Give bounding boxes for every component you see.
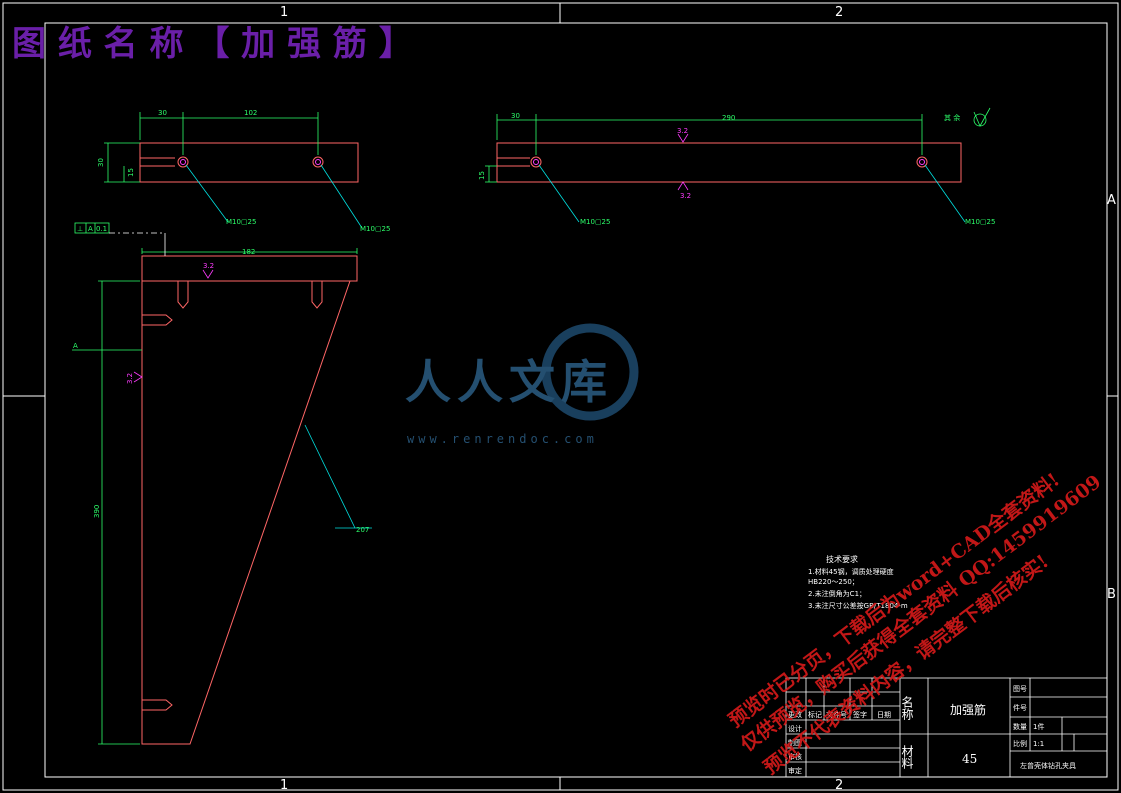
rev-header-file: 文件号 [826, 710, 847, 719]
zone-label-top-1: 1 [280, 5, 288, 20]
callout-m10-left: M10▢25 [580, 218, 610, 226]
roughness-bottom: 3.2 [680, 192, 691, 200]
qty-value: 1件 [1033, 722, 1044, 731]
part-name: 加强筋 [950, 702, 986, 717]
top-view-left: 30 102 30 15 M10▢25 M10▢25 [97, 109, 390, 233]
renrendoc-logo: 人人文库 www.renrendoc.com [405, 323, 639, 446]
rev-header-sign: 签字 [853, 710, 867, 719]
logo-url: www.renrendoc.com [407, 432, 598, 446]
zone-label-right-b: B [1107, 587, 1116, 602]
roughness-front-top: 3.2 [203, 262, 214, 270]
title-block [785, 677, 1108, 778]
dim-207: 207 [356, 526, 369, 534]
qty-label: 数量 [1013, 722, 1027, 731]
roughness-symbol-icon [973, 107, 991, 127]
zone-label-bottom-1: 1 [280, 778, 288, 793]
front-view: 3.2 3.2 182 390 207 A ⊥ A 0.1 [72, 222, 372, 745]
dim-15: 15 [478, 171, 486, 180]
callout-m10-right: M10▢25 [360, 225, 390, 233]
tech-note-2: HB220～250； [808, 578, 859, 586]
zone-label-top-2: 2 [835, 5, 843, 20]
part-name-label: 名称 [900, 695, 914, 720]
scale-label: 比例 [1013, 739, 1027, 748]
drawing-no-label: 图号 [1013, 685, 1027, 693]
gdt-perpendicular-icon: ⊥ [77, 225, 83, 233]
top-view-right: 3.2 3.2 30 290 15 M10▢25 M10▢25 其 余 [478, 107, 995, 226]
gdt-datum: A [88, 225, 93, 233]
roughness-front-side: 3.2 [126, 373, 134, 384]
material-value: 45 [962, 752, 977, 766]
rev-header-change: 更改 [788, 710, 802, 719]
gdt-value: 0.1 [96, 225, 107, 233]
tech-notes-title: 技术要求 [826, 554, 858, 564]
callout-m10-right: M10▢25 [965, 218, 995, 226]
dim-290: 290 [722, 114, 735, 122]
dim-height-30: 30 [97, 158, 105, 167]
rev-header-date: 日期 [877, 711, 891, 719]
technical-requirements: 技术要求 1.材料45钢，调质处理硬度 HB220～250； 2.未注倒角为C1… [808, 554, 908, 610]
gdt-frame: ⊥ A 0.1 [74, 222, 166, 256]
project-name: 左曾壳体钻孔夹具 [1020, 761, 1076, 770]
sign-draw: 制图 [788, 738, 802, 747]
dim-390: 390 [93, 505, 101, 518]
other-surfaces-label: 其 余 [944, 113, 960, 122]
scale-value: 1:1 [1033, 740, 1044, 748]
sign-check: 审核 [788, 752, 802, 761]
tech-note-3: 2.未注倒角为C1； [808, 589, 866, 598]
drawing-title: 图 纸 名 称 【 加 强 筋 】 [12, 24, 413, 64]
zone-label-bottom-2: 2 [835, 778, 843, 793]
sign-design: 设计 [788, 724, 802, 733]
tech-note-4: 3.未注尺寸公差按GB/T1804-m [808, 601, 908, 610]
logo-text: 人人文库 [405, 355, 613, 409]
callout-m10-left: M10▢25 [226, 218, 256, 226]
datum-a-label: A [73, 342, 78, 350]
zone-label-right-a: A [1107, 193, 1116, 208]
dim-30: 30 [511, 112, 520, 120]
dim-15: 15 [127, 168, 135, 177]
piece-no-label: 件号 [1013, 703, 1027, 712]
sign-approve: 审定 [788, 766, 802, 775]
dim-30: 30 [158, 109, 167, 117]
preview-watermark: 预览时已分页，下载后为word+CAD全套资料! 仅供预览，购买后获得全套资料 … [724, 468, 1105, 779]
dim-182: 182 [242, 248, 255, 256]
watermark-line-2: 仅供预览，购买后获得全套资料 QQ:1459919609 [735, 470, 1105, 757]
rev-header-mark: 标记 [808, 710, 822, 719]
roughness-top: 3.2 [677, 127, 688, 135]
dim-102: 102 [244, 109, 257, 117]
material-label: 材料 [900, 745, 914, 769]
tech-note-1: 1.材料45钢，调质处理硬度 [808, 567, 894, 576]
